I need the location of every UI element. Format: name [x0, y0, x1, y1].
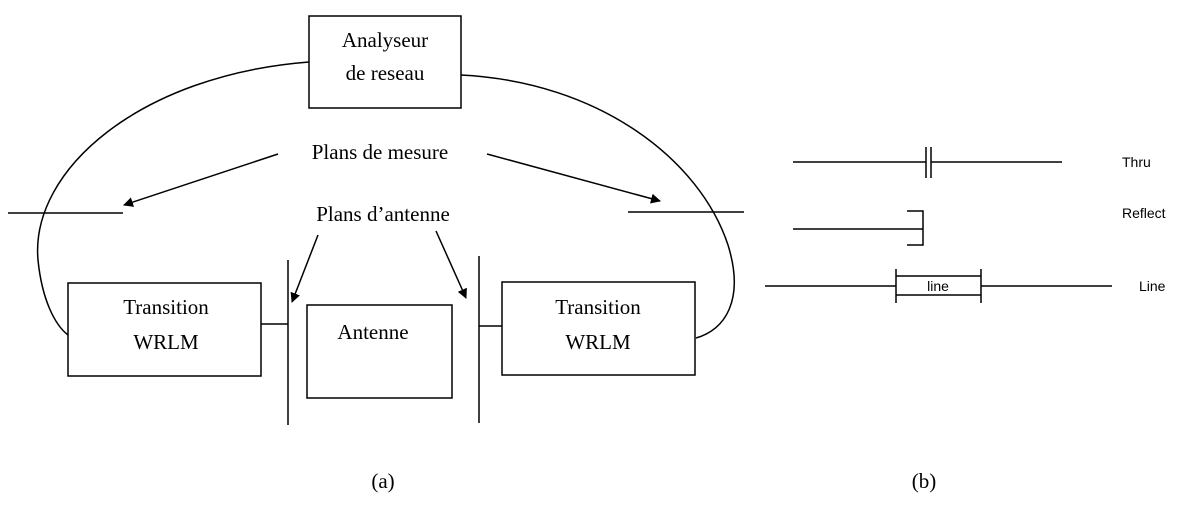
measure-planes-label: Plans de mesure: [312, 140, 448, 164]
measure-arrow-left: [123, 153, 279, 207]
antenna-arrow-right: [435, 230, 467, 299]
reflect-bracket: [907, 210, 924, 246]
diagram-b: Thru Reflect line Line (b): [765, 147, 1166, 493]
thru-label: Thru: [1122, 154, 1151, 170]
analyzer-label-line1: Analyseur: [342, 28, 428, 52]
reflect-label: Reflect: [1122, 205, 1166, 221]
diagram-a: Analyseur de reseau Plans de mesure Plan…: [8, 15, 744, 493]
left-cable: [36, 61, 310, 336]
left-transition-label-line2: WRLM: [133, 330, 199, 354]
antenna-planes-label: Plans d’antenne: [316, 202, 450, 226]
left-transition-label-line1: Transition: [123, 295, 209, 319]
antenna-box: [306, 304, 453, 399]
analyzer-label-line2: de reseau: [346, 61, 425, 85]
right-transition-label-line1: Transition: [555, 295, 641, 319]
line-box-text: line: [927, 278, 949, 294]
caption-b: (b): [912, 469, 937, 493]
right-transition-box: [501, 281, 696, 376]
caption-a: (a): [371, 469, 394, 493]
left-transition-box: [67, 282, 262, 377]
antenna-label: Antenne: [337, 320, 408, 344]
antenna-arrow-left: [290, 234, 319, 303]
right-transition-label-line2: WRLM: [565, 330, 631, 354]
line-label: Line: [1139, 278, 1166, 294]
analyzer-box: [308, 15, 462, 109]
measure-arrow-right: [486, 153, 661, 204]
